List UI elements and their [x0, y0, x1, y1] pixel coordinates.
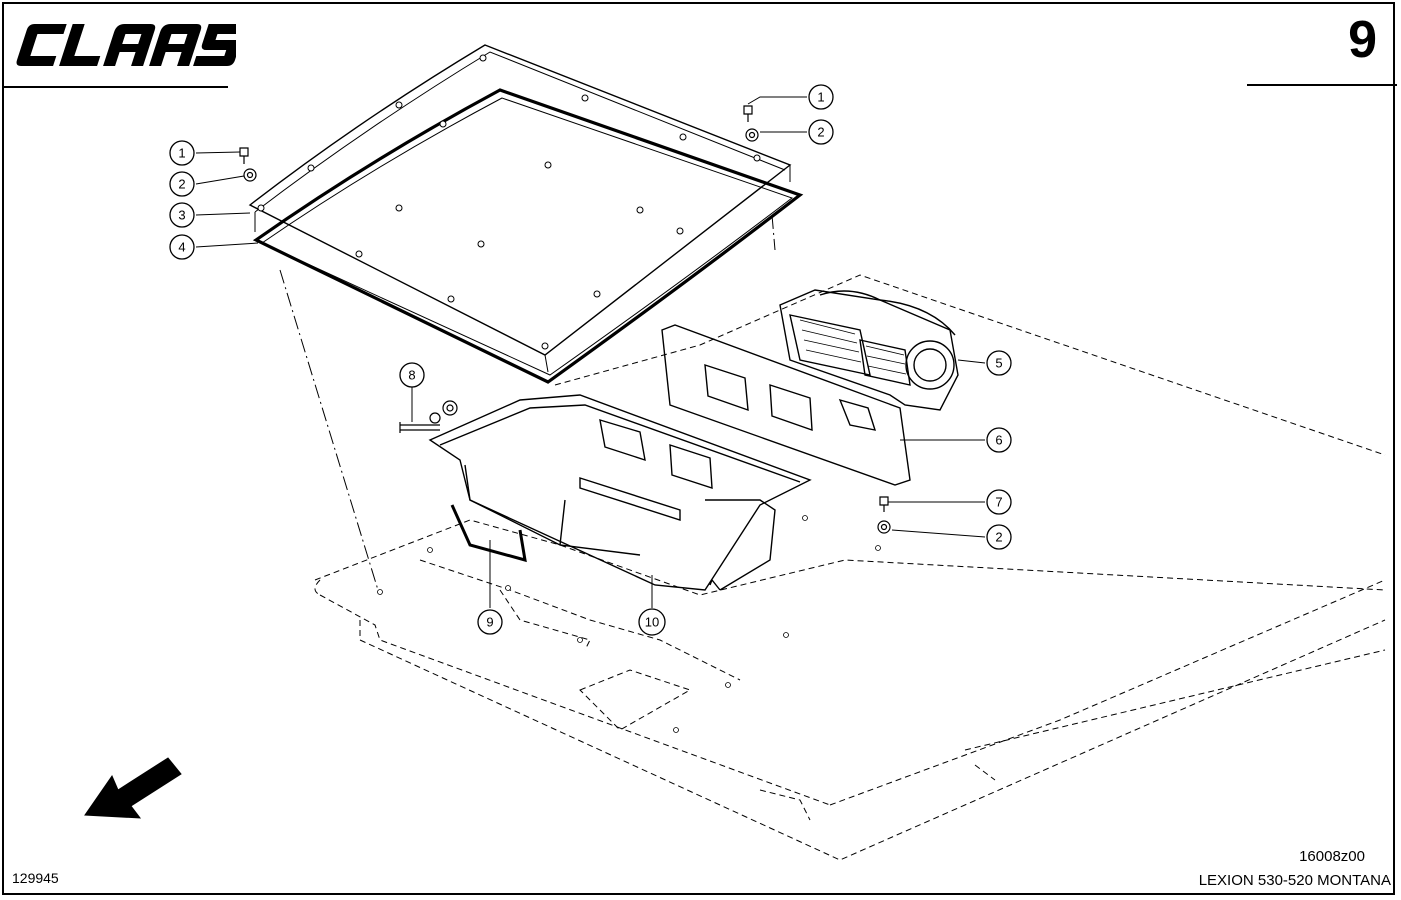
callout-label: 6	[995, 433, 1002, 448]
page-number: 9	[1348, 11, 1377, 69]
washer-icon	[243, 128, 891, 534]
callout-8	[399, 362, 425, 388]
callout-label: 4	[178, 240, 185, 255]
callout-label: 1	[178, 146, 185, 161]
callout-6	[986, 427, 1012, 453]
claas-logo	[16, 24, 236, 66]
callout-1b	[808, 84, 834, 110]
callout-5	[986, 350, 1012, 376]
callout-9	[477, 609, 503, 635]
figure-code: 16008z00	[1299, 848, 1365, 865]
callout-label: 9	[486, 615, 493, 630]
callout-2b	[808, 119, 834, 145]
callout-label: 2	[178, 177, 185, 192]
callout-balloons	[169, 84, 1012, 636]
callout-label: 10	[645, 615, 659, 630]
gasket-frame	[252, 88, 804, 384]
screw-icon	[239, 105, 889, 512]
callout-2a	[169, 171, 195, 197]
callout-4	[169, 234, 195, 260]
blower-housing	[779, 289, 959, 411]
seal-strip	[450, 504, 527, 563]
air-duct-box	[428, 394, 812, 591]
callout-label: 2	[995, 530, 1002, 545]
model-name: LEXION 530-520 MONTANA	[1198, 872, 1391, 889]
callout-7	[986, 489, 1012, 515]
callout-label: 2	[817, 125, 824, 140]
header-rule-left	[4, 86, 228, 88]
direction-arrow-icon	[84, 757, 182, 819]
callout-2c	[986, 524, 1012, 550]
header-rule-right	[1247, 84, 1397, 86]
callout-label: 5	[995, 356, 1002, 371]
callout-label: 7	[995, 495, 1002, 510]
callout-3	[169, 202, 195, 228]
callout-10	[638, 608, 666, 636]
drawing-number: 129945	[12, 870, 59, 886]
roof-panel	[248, 44, 792, 356]
callout-label: 1	[817, 90, 824, 105]
callout-label: 3	[178, 208, 185, 223]
callout-label: 8	[408, 368, 415, 383]
callout-1a	[169, 140, 195, 166]
duct-flange	[661, 324, 911, 486]
